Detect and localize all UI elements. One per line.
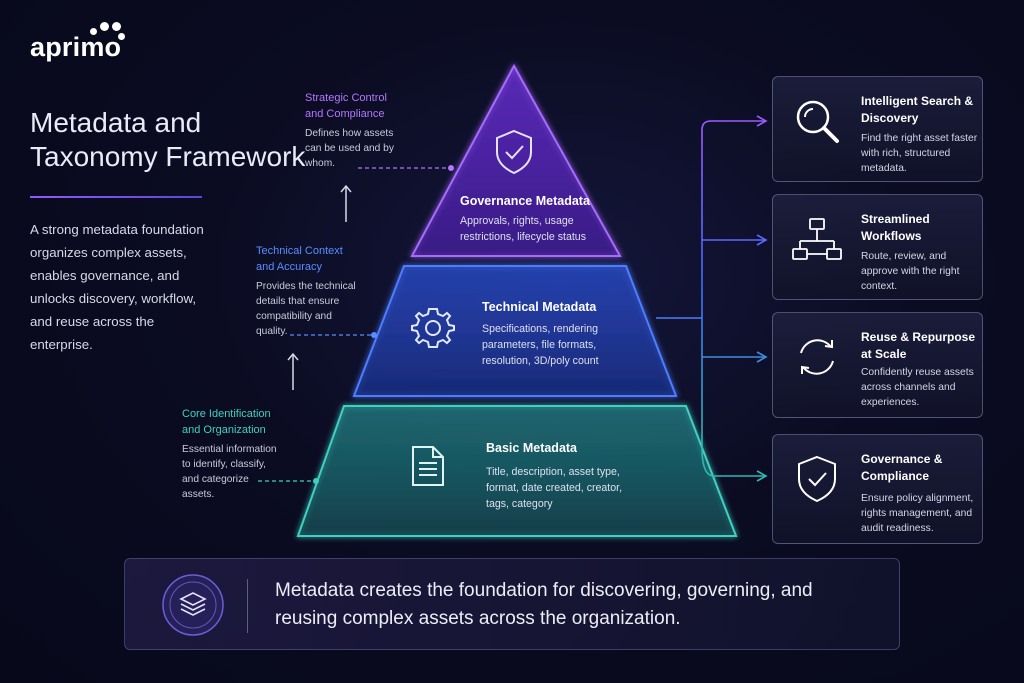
side-label-heading: Technical Context <box>256 245 343 257</box>
side-label-text: Defines how assets can be used and by wh… <box>305 128 394 169</box>
layers-icon <box>162 574 224 636</box>
benefit-text: Ensure policy alignment, rights manageme… <box>861 493 974 534</box>
side-label-heading: and Accuracy <box>256 261 323 273</box>
benefit-title: Reuse & Repurpose at Scale <box>861 330 976 361</box>
banner-divider <box>247 579 248 633</box>
benefit-text: Confidently reuse assets across channels… <box>861 367 974 408</box>
tier-basic-shape <box>296 405 738 537</box>
benefit-text: Find the right asset faster with rich, s… <box>861 133 978 174</box>
side-label-heading: Core Identification <box>182 408 271 420</box>
benefit-title: Governance & Compliance <box>861 452 943 483</box>
document-icon <box>412 446 444 486</box>
tier-basic-text: Title, description, asset type, format, … <box>486 466 623 510</box>
side-label-strategic: Strategic Control and Compliance Defines… <box>305 90 425 171</box>
logo-text: aprimo <box>30 32 122 62</box>
side-label-heading: and Organization <box>182 424 266 436</box>
magnifier-icon <box>796 100 839 143</box>
shield-check-icon <box>798 455 836 503</box>
benefit-card-governance: Governance & Compliance Ensure policy al… <box>772 434 983 544</box>
page-title: Metadata and Taxonomy Framework <box>30 107 306 172</box>
side-label-technical: Technical Context and Accuracy Provides … <box>256 243 376 339</box>
benefit-title: Intelligent Search & Discovery <box>861 94 974 125</box>
gear-icon <box>411 308 455 348</box>
side-label-heading: and Compliance <box>305 108 385 120</box>
logo-dots-icon <box>80 22 140 42</box>
shield-check-icon <box>496 129 532 175</box>
up-arrow-icon <box>287 352 299 390</box>
tier-technical-shape <box>352 265 678 397</box>
side-label-text: Essential information to identify, class… <box>182 444 277 500</box>
side-label-text: Provides the technical details that ensu… <box>256 281 356 337</box>
intro-text: A strong metadata foundation organizes c… <box>30 222 204 352</box>
benefit-text: Route, review, and approve with the righ… <box>861 251 960 292</box>
recycle-icon <box>800 339 834 375</box>
footer-text: Metadata creates the foundation for disc… <box>275 580 813 629</box>
tier-governance-shape <box>410 63 622 257</box>
tier-technical-title: Technical Metadata <box>482 300 597 314</box>
workflow-icon <box>792 218 842 260</box>
benefit-card-search: Intelligent Search & Discovery Find the … <box>772 76 983 182</box>
benefit-card-workflows: Streamlined Workflows Route, review, and… <box>772 194 983 300</box>
up-arrow-icon <box>340 184 352 222</box>
benefit-title: Streamlined Workflows <box>861 212 930 243</box>
tier-governance-title: Governance Metadata <box>460 194 590 208</box>
tier-governance-text: Approvals, rights, usage restrictions, l… <box>460 215 586 243</box>
tier-basic-title: Basic Metadata <box>486 441 578 455</box>
benefit-card-reuse: Reuse & Repurpose at Scale Confidently r… <box>772 312 983 418</box>
footer-banner: Metadata creates the foundation for disc… <box>124 558 900 650</box>
side-label-heading: Strategic Control <box>305 92 387 104</box>
side-label-core: Core Identification and Organization Ess… <box>182 406 302 502</box>
title-divider <box>30 196 202 198</box>
tier-technical-text: Specifications, rendering parameters, fi… <box>482 323 599 367</box>
